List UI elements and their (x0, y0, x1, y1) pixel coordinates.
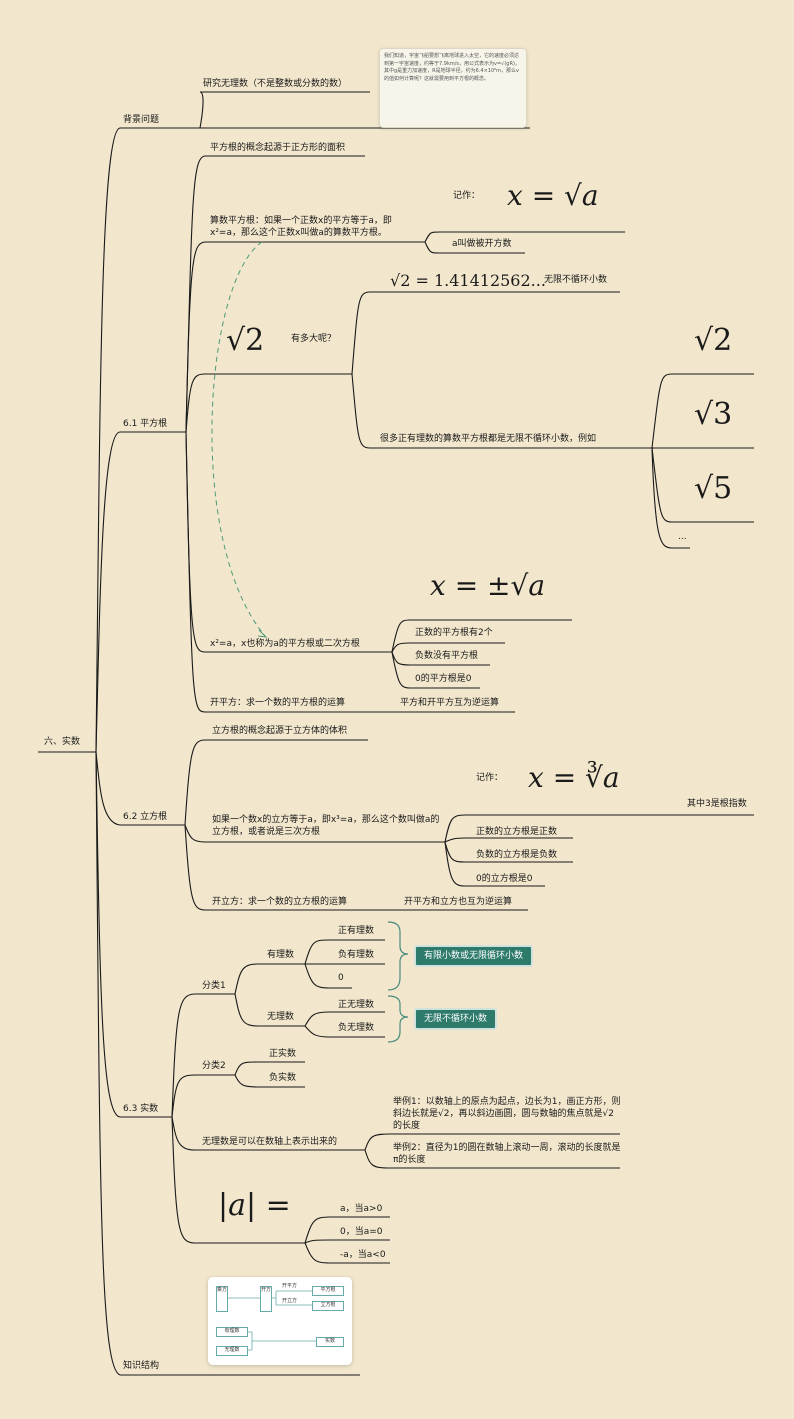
structure-out-sqrt: 平方根 (312, 1286, 344, 1296)
example-sqrt3: √3 (694, 397, 733, 432)
branch-background[interactable]: 背景问题 (123, 115, 160, 125)
structure-rational: 有理数 (216, 1327, 248, 1337)
cbrt-prop-negative[interactable]: 负数的立方根是负数 (476, 850, 558, 860)
zero-rational[interactable]: 0 (338, 973, 344, 983)
cube-root-definition[interactable]: 如果一个数x的立方等于a，即x³=a，那么这个数叫做a的立方根，或者说是三次方根 (212, 815, 440, 837)
rational-badge[interactable]: 有限小数或无限循环小数 (414, 945, 534, 967)
cbrt-formula: x = ∛a (528, 761, 620, 794)
branch-knowledge-structure[interactable]: 知识结构 (123, 1361, 160, 1371)
sqrt-formula: x = √a (507, 179, 599, 212)
research-topic[interactable]: 研究无理数（不是整数或分数的数） (203, 79, 348, 89)
sqrt2-value: √2 = 1.41412562... (390, 271, 546, 290)
abs-case-zero[interactable]: 0，当a=0 (340, 1227, 383, 1237)
irrational-numbers[interactable]: 无理数 (267, 1012, 295, 1022)
rational-numbers[interactable]: 有理数 (267, 950, 295, 960)
cbrt-prop-zero[interactable]: 0的立方根是0 (476, 874, 533, 884)
sqrt-prop-negative[interactable]: 负数没有平方根 (415, 651, 479, 661)
branch-cube-root[interactable]: 6.2 立方根 (123, 812, 168, 822)
example-1[interactable]: 举例1：以数轴上的原点为起点，边长为1，画正方形，则斜边长就是√2，再以斜边画圆… (393, 1097, 621, 1131)
negative-real[interactable]: 负实数 (269, 1073, 297, 1083)
example-2[interactable]: 举例2：直径为1的圆在数轴上滚动一周，滚动的长度就是π的长度 (393, 1143, 621, 1165)
structure-irrational: 无理数 (216, 1346, 248, 1356)
cbrt-prop-positive[interactable]: 正数的立方根是正数 (476, 827, 558, 837)
positive-rational[interactable]: 正有理数 (338, 926, 375, 936)
cbrt-record-label: 记作： (476, 773, 504, 783)
structure-card-lines (228, 1290, 316, 1351)
how-big-question[interactable]: 有多大呢？ (291, 334, 337, 344)
extract-sqrt[interactable]: 开平方：求一个数的平方根的运算 (210, 698, 346, 708)
index-note[interactable]: 其中3是根指数 (687, 799, 747, 809)
structure-card[interactable]: 乘方 开方 开平方 开立方 平方根 立方根 有理数 无理数 实数 (208, 1277, 352, 1365)
classification-2[interactable]: 分类2 (202, 1061, 226, 1071)
structure-box-power: 乘方 (216, 1286, 228, 1312)
negative-rational[interactable]: 负有理数 (338, 950, 375, 960)
structure-real: 实数 (316, 1337, 344, 1347)
structure-out-cbrt: 立方根 (312, 1301, 344, 1311)
classification-1[interactable]: 分类1 (202, 981, 226, 991)
positive-irrational[interactable]: 正无理数 (338, 1000, 375, 1010)
square-root-definition[interactable]: x²=a，x也称为a的平方根或二次方根 (210, 639, 360, 649)
branch-square-root[interactable]: 6.1 平方根 (123, 419, 168, 429)
structure-arrow-sqrt: 开平方 (282, 1283, 298, 1289)
sqrt-prop-zero[interactable]: 0的平方根是0 (415, 674, 472, 684)
extract-cbrt[interactable]: 开立方：求一个数的立方根的运算 (212, 897, 348, 907)
example-ellipsis: ... (678, 532, 687, 542)
radicand-note[interactable]: a叫做被开方数 (452, 239, 512, 249)
background-note[interactable]: 我们知道，宇宙飞船要想飞离地球进入太空，它的速度必须达到第一宇宙速度，约等于7.… (379, 48, 527, 128)
sqrt-prop-positive[interactable]: 正数的平方根有2个 (415, 628, 493, 638)
branch-real-numbers[interactable]: 6.3 实数 (123, 1104, 159, 1114)
record-label: 记作： (453, 191, 481, 201)
sqrt-origin[interactable]: 平方根的概念起源于正方形的面积 (210, 143, 346, 153)
example-sqrt5: √5 (694, 471, 733, 506)
example-sqrt2: √2 (694, 323, 733, 358)
root-topic[interactable]: 六、实数 (44, 737, 81, 747)
structure-box-root: 开方 (260, 1286, 272, 1312)
abs-case-negative[interactable]: -a，当a<0 (340, 1250, 386, 1260)
sqrt-inverse[interactable]: 平方和开平方互为逆运算 (400, 698, 500, 708)
irrational-badge[interactable]: 无限不循环小数 (414, 1008, 498, 1030)
many-irrational-roots[interactable]: 很多正有理数的算数平方根都是无限不循环小数，例如 (380, 434, 597, 444)
abs-case-positive[interactable]: a，当a>0 (340, 1204, 383, 1214)
number-line-note[interactable]: 无理数是可以在数轴上表示出来的 (202, 1137, 338, 1147)
plus-minus-formula: x = ±√a (430, 569, 546, 602)
positive-real[interactable]: 正实数 (269, 1049, 297, 1059)
negative-irrational[interactable]: 负无理数 (338, 1023, 375, 1033)
cbrt-origin[interactable]: 立方根的概念起源于立方体的体积 (212, 726, 348, 736)
sqrt2-label: √2 (226, 323, 265, 358)
arithmetic-sqrt-definition[interactable]: 算数平方根：如果一个正数x的平方等于a，即x²=a，那么这个正数x叫做a的算数平… (210, 216, 392, 238)
structure-arrow-cbrt: 开立方 (282, 1298, 298, 1304)
cbrt-inverse[interactable]: 开平方和立方也互为逆运算 (404, 897, 513, 907)
absolute-value-formula: |a| = (218, 1188, 291, 1223)
non-repeating-note[interactable]: 无限不循环小数 (544, 275, 608, 285)
